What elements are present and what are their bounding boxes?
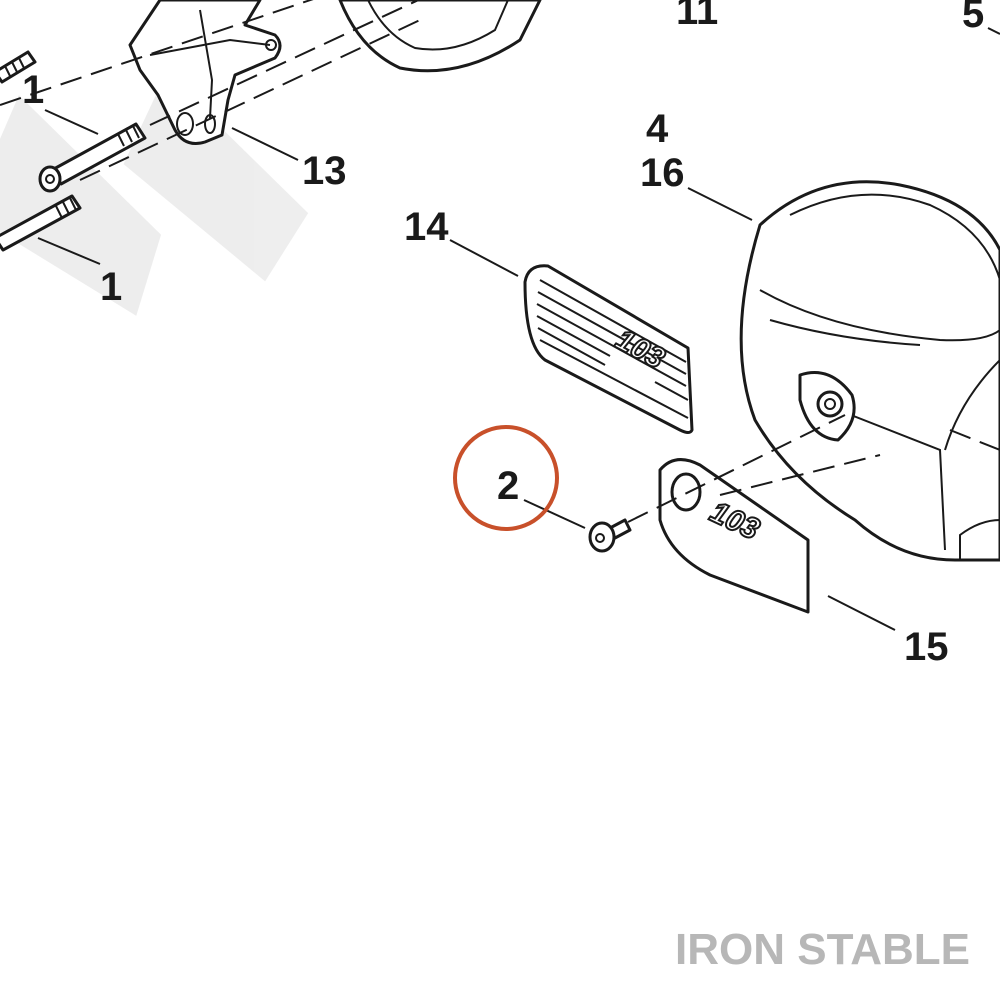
callout-5: 5 xyxy=(962,0,984,36)
callout-14: 14 xyxy=(404,205,449,249)
part-14-finned-cover: 103 xyxy=(523,264,694,434)
axis-line xyxy=(0,0,314,106)
part-4-16-air-cleaner-housing xyxy=(739,180,1000,562)
part-2-screw xyxy=(588,518,632,553)
part-1-bolt-lower-long xyxy=(0,194,82,252)
callout-16: 16 xyxy=(640,151,685,195)
callout-2: 2 xyxy=(497,464,519,508)
leader-line-2 xyxy=(523,499,586,529)
leader-line-16 xyxy=(687,187,753,221)
callout-1-lower: 1 xyxy=(100,265,122,309)
callout-13: 13 xyxy=(302,149,347,193)
axis-line xyxy=(627,414,846,523)
callout-4: 4 xyxy=(646,107,669,151)
leader-line-1b xyxy=(37,237,101,265)
axis-line xyxy=(149,0,421,126)
callout-11: 11 xyxy=(676,0,718,33)
part-1-bolt-middle xyxy=(38,122,147,193)
callout-15: 15 xyxy=(904,625,949,669)
watermark-text: IRON STABLE xyxy=(675,925,970,974)
callout-1-upper: 1 xyxy=(22,68,44,112)
axis-line xyxy=(719,454,881,496)
part-15-badge-plate: 103 xyxy=(658,458,810,614)
part-11-housing xyxy=(338,0,542,73)
leader-line-1a xyxy=(44,109,99,135)
leader-line-13 xyxy=(231,127,299,161)
leader-line-15 xyxy=(827,595,896,631)
leader-line-5 xyxy=(987,27,1000,35)
part-1-bolt-upper-short xyxy=(0,50,37,84)
highlight-circle xyxy=(453,425,559,531)
leader-line-14 xyxy=(449,239,519,277)
